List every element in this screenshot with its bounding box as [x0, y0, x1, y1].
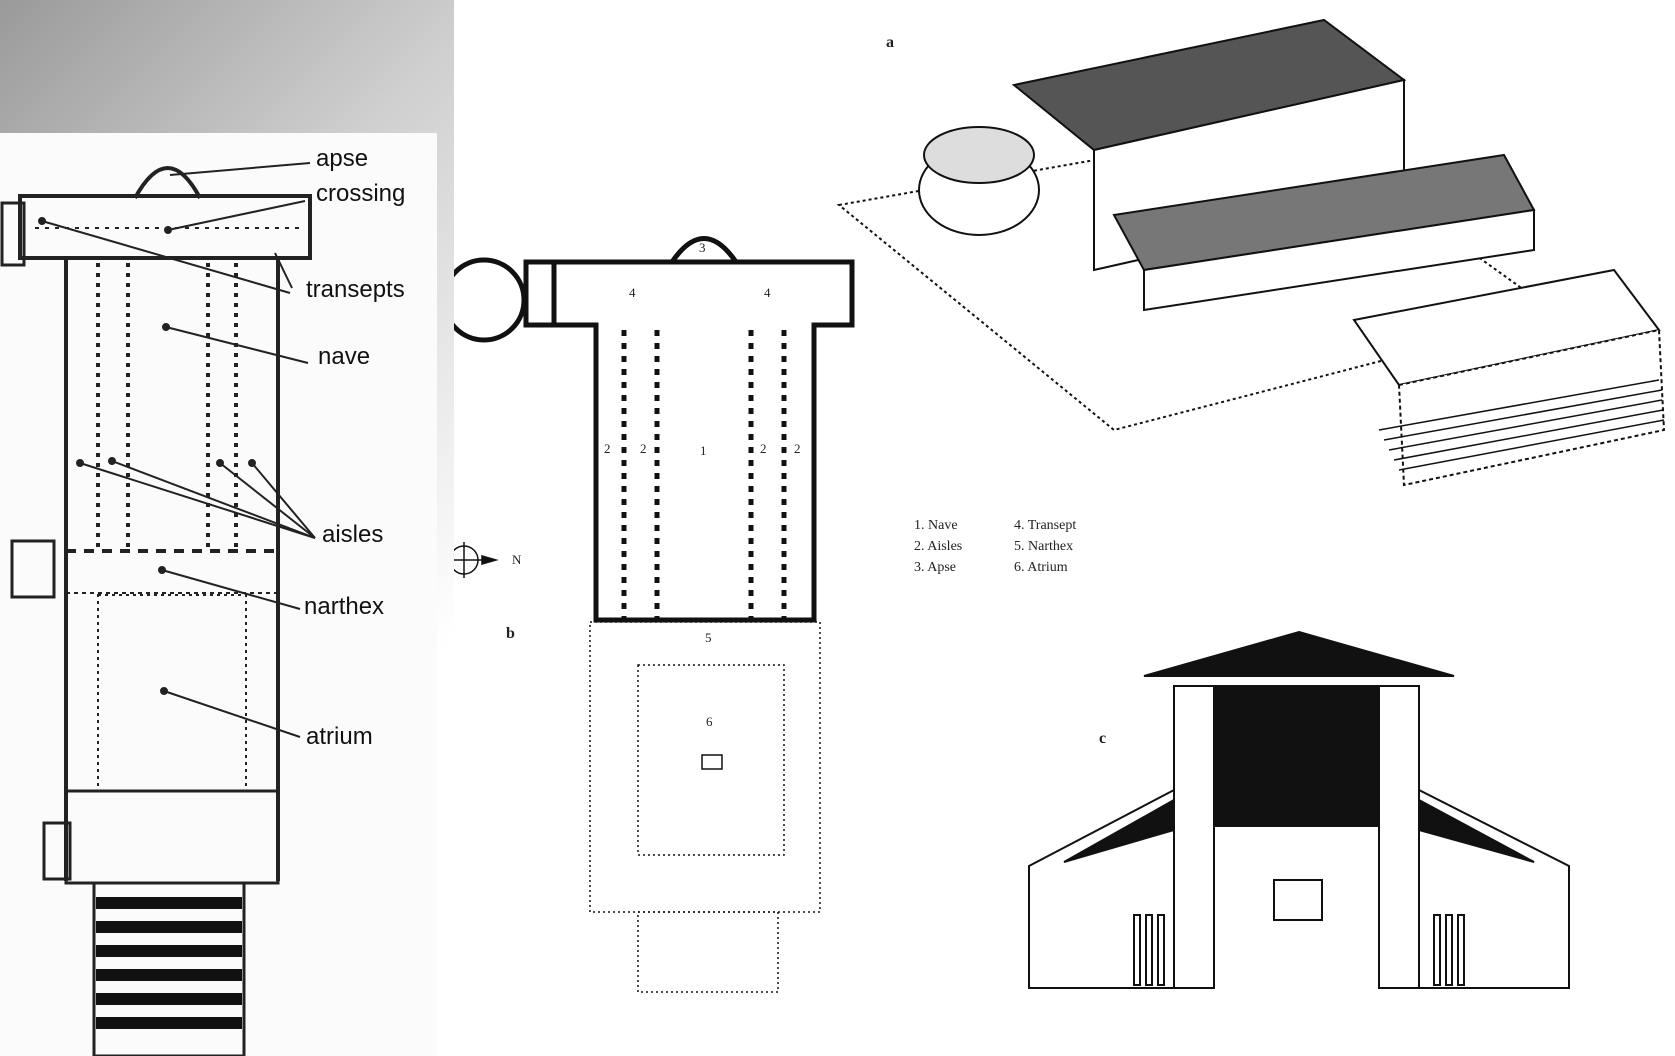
- label-nave: nave: [318, 343, 371, 370]
- side-chapel-1: [10, 539, 56, 599]
- entrance-block: [64, 789, 280, 885]
- plate-letter-a: a: [886, 34, 894, 51]
- legend-column-1: 1. Nave 2. Aisles 3. Apse: [914, 515, 962, 578]
- crossing-leader: [167, 200, 306, 231]
- end-chapel: [0, 201, 26, 267]
- label-apse: apse: [316, 145, 369, 172]
- aisles-leader-1: [79, 462, 316, 539]
- transepts-leader-2: [274, 252, 293, 289]
- label-crossing: crossing: [316, 180, 406, 207]
- compass-label: N: [512, 552, 522, 567]
- label-atrium: atrium: [306, 723, 373, 750]
- plan-number-aisle-4: 2: [794, 441, 801, 456]
- atrium-leader: [163, 690, 301, 738]
- legend-item: 6. Atrium: [1014, 560, 1068, 575]
- nave-leader: [165, 326, 309, 364]
- aisles-leader-2: [111, 460, 316, 539]
- transept-outline: [18, 194, 312, 260]
- plan-number-apse: 3: [699, 240, 706, 255]
- plan-number-aisle-1: 2: [604, 441, 611, 456]
- atrium-outline: [97, 594, 247, 792]
- legend-item: 5. Narthex: [1014, 539, 1074, 554]
- plan-number-aisle-3: 2: [760, 441, 767, 456]
- left-plan-drawing: [0, 162, 316, 1056]
- apse-outline: [133, 166, 202, 199]
- plate-c-section: [1028, 630, 1570, 989]
- plate-a-axonometric: [836, 18, 1666, 487]
- right-plates-drawing: [454, 18, 1666, 993]
- plate-b-plan: [454, 236, 855, 623]
- aisles-leader-3: [219, 462, 316, 539]
- right-plates-panel: a b c 3 4 4 1 2 2 2 2 5 6 N 1. Nave 2. A…: [454, 0, 1675, 1050]
- plan-number-narthex: 5: [705, 630, 712, 645]
- plate-letter-c: c: [1099, 730, 1107, 747]
- left-plan-panel: apse crossing transepts nave aisles nart…: [0, 133, 437, 1056]
- narthex-leader: [161, 569, 301, 610]
- apse-leader: [169, 162, 311, 176]
- transepts-leader-1: [41, 220, 291, 294]
- plan-number-atrium: 6: [706, 714, 713, 729]
- plan-number-aisle-2: 2: [640, 441, 647, 456]
- label-transepts: transepts: [306, 276, 405, 303]
- legend-column-2: 4. Transept 5. Narthex 6. Atrium: [1014, 515, 1076, 578]
- stairs-outline: [92, 881, 246, 1056]
- label-aisles: aisles: [322, 521, 384, 548]
- plate-letter-b: b: [506, 625, 515, 642]
- plan-number-transept-right: 4: [764, 285, 771, 300]
- legend-item: 2. Aisles: [914, 539, 963, 554]
- aisles-leader-4: [251, 462, 316, 539]
- compass-icon: [454, 542, 499, 578]
- label-narthex: narthex: [304, 593, 385, 620]
- legend-item: 3. Apse: [914, 560, 956, 575]
- legend-item: 1. Nave: [914, 518, 958, 533]
- plan-number-transept-left: 4: [629, 285, 636, 300]
- plan-number-nave: 1: [700, 443, 707, 458]
- side-chapel-2: [42, 821, 72, 881]
- legend-item: 4. Transept: [1014, 518, 1077, 533]
